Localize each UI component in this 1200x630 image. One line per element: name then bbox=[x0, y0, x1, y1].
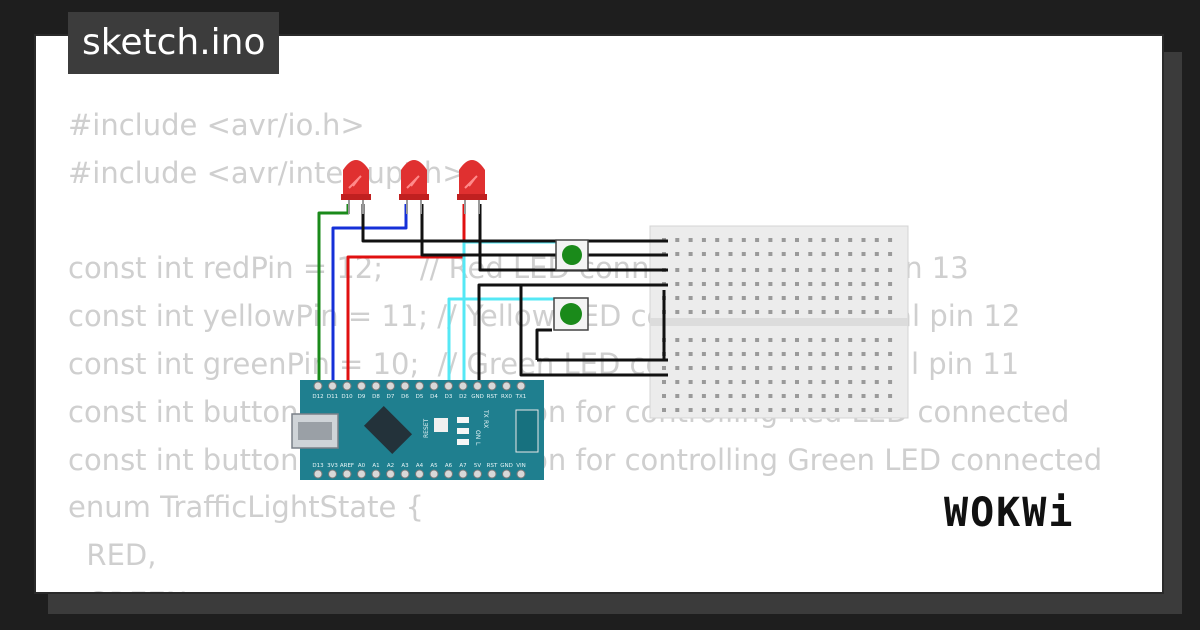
wire-black-yellow-led bbox=[420, 204, 668, 257]
board-pin-label: D9 bbox=[358, 394, 366, 400]
board-pin-label: RST bbox=[487, 394, 498, 400]
red-led-2[interactable] bbox=[399, 160, 429, 214]
board-pin[interactable] bbox=[328, 381, 337, 391]
board-pin-label: A2 bbox=[387, 463, 394, 469]
board-pin[interactable] bbox=[357, 381, 366, 391]
board-pin-label: A7 bbox=[459, 463, 467, 469]
board-pin-label: A1 bbox=[372, 463, 379, 469]
board-pin[interactable] bbox=[458, 381, 468, 391]
board-pin-label: D3 bbox=[445, 394, 453, 400]
board-pin[interactable] bbox=[473, 381, 482, 391]
board-pin-label: A3 bbox=[401, 463, 409, 469]
wire-black-green-led bbox=[478, 204, 668, 272]
board-pin[interactable] bbox=[487, 381, 497, 391]
board-pin[interactable] bbox=[342, 381, 352, 391]
board-pin[interactable] bbox=[328, 469, 337, 479]
wire-black-red-led bbox=[361, 204, 668, 243]
board-pin-label: GND bbox=[471, 394, 484, 400]
board-pin-label: 3V3 bbox=[327, 463, 338, 469]
reset-label: RESET bbox=[423, 418, 430, 438]
board-pin-label: D7 bbox=[387, 394, 395, 400]
board-pin[interactable] bbox=[516, 469, 526, 479]
board-pin-label: D11 bbox=[327, 394, 338, 400]
board-pin-label: VIN bbox=[516, 463, 526, 469]
board-pin-label: AREF bbox=[340, 463, 354, 469]
board-pin[interactable] bbox=[386, 381, 395, 391]
board-led-label: ON bbox=[474, 430, 481, 439]
board-pin-label: D8 bbox=[372, 394, 380, 400]
board-pin[interactable] bbox=[458, 469, 468, 479]
board-pin[interactable] bbox=[487, 469, 497, 479]
board-pin-label: RX0 bbox=[501, 394, 513, 400]
board-pin[interactable] bbox=[444, 469, 453, 479]
board-pin[interactable] bbox=[415, 469, 424, 479]
board-pin[interactable] bbox=[371, 381, 381, 391]
board-pin[interactable] bbox=[400, 469, 410, 479]
breadboard[interactable] bbox=[649, 225, 909, 419]
wire-red-d10 bbox=[346, 204, 466, 384]
board-pin[interactable] bbox=[313, 381, 323, 391]
breadboard-holes bbox=[662, 238, 893, 412]
board-led-label: L bbox=[474, 442, 481, 446]
board-pin[interactable] bbox=[502, 469, 511, 479]
board-pin[interactable] bbox=[429, 469, 439, 479]
push-button-1[interactable] bbox=[555, 239, 589, 271]
board-pin[interactable] bbox=[313, 469, 323, 479]
board-pin[interactable] bbox=[502, 381, 511, 391]
board-pin-label: D4 bbox=[430, 394, 438, 400]
board-pin-label: GND bbox=[500, 463, 513, 469]
board-pin[interactable] bbox=[400, 381, 410, 391]
wire-black-gnd bbox=[477, 283, 668, 384]
board-pin[interactable] bbox=[429, 381, 439, 391]
wokwi-logo: WOKWi bbox=[944, 490, 1075, 536]
board-pin-label: A5 bbox=[430, 463, 438, 469]
board-pin-label: A6 bbox=[445, 463, 453, 469]
wire-blue-d11 bbox=[331, 204, 408, 384]
wires bbox=[317, 204, 668, 384]
board-pin-label: 5V bbox=[474, 463, 481, 469]
board-pin[interactable] bbox=[444, 381, 453, 391]
code-line: RED, bbox=[68, 538, 157, 573]
board-pin[interactable] bbox=[371, 469, 381, 479]
board-pin[interactable] bbox=[357, 469, 366, 479]
red-led-3[interactable] bbox=[457, 160, 487, 214]
code-line: #include <avr/io.h> bbox=[68, 108, 365, 142]
code-line: GREEN, bbox=[68, 580, 1102, 592]
push-button-2[interactable] bbox=[553, 297, 589, 331]
board-pin[interactable] bbox=[473, 469, 482, 479]
board-pin-label: D12 bbox=[312, 394, 323, 400]
board-pin-label: A0 bbox=[358, 463, 366, 469]
board-pin-label: D5 bbox=[416, 394, 424, 400]
sketch-title-tab[interactable]: sketch.ino bbox=[68, 12, 280, 74]
board-pin[interactable] bbox=[386, 469, 395, 479]
board-led-label: RX bbox=[482, 420, 489, 428]
wire-black-button2 bbox=[535, 328, 552, 360]
board-pin[interactable] bbox=[415, 381, 424, 391]
wire-black-bb1 bbox=[519, 285, 668, 377]
board-pin-label: RST bbox=[487, 463, 498, 469]
board-pin-label: A4 bbox=[416, 463, 424, 469]
red-led-1[interactable] bbox=[341, 160, 371, 214]
code-line: enum TrafficLightState { bbox=[68, 490, 425, 525]
board-pin-label: D6 bbox=[401, 394, 409, 400]
board-pin[interactable] bbox=[516, 381, 526, 391]
board-pin-label: D2 bbox=[459, 394, 467, 400]
board-led-label: TX bbox=[482, 409, 489, 418]
board-pin[interactable] bbox=[342, 469, 352, 479]
board-pin-label: TX1 bbox=[515, 394, 527, 400]
board-pin-label: D13 bbox=[312, 463, 324, 469]
board-pin-label: D10 bbox=[341, 394, 353, 400]
